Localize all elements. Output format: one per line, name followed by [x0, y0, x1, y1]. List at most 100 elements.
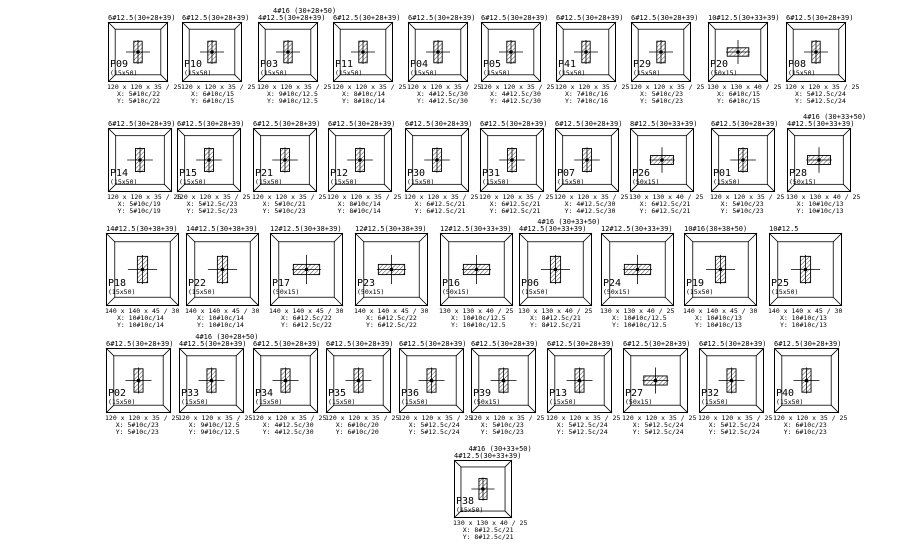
center-point [429, 378, 434, 383]
footing-code: P25 [771, 278, 790, 290]
slope-line [327, 184, 336, 193]
footing-dimensions: 120 x 120 x 35 / 25 [257, 83, 332, 91]
footing-dimensions: 140 x 140 x 45 / 30 [269, 307, 344, 315]
pedestal-outline [609, 241, 666, 298]
footing-outline [547, 348, 612, 413]
footing-outline [405, 128, 469, 192]
column-size: (15x50) [776, 398, 804, 407]
slope-line [832, 232, 843, 243]
column-size: (15x50) [407, 177, 435, 186]
footing-outline [631, 22, 691, 82]
center-point [210, 50, 214, 54]
slope-line [404, 184, 413, 193]
footing-code: P01 [713, 167, 732, 179]
center-point [653, 378, 658, 383]
slope-line [527, 347, 537, 357]
footing-plan-p36 [398, 347, 465, 414]
pedestal-outline [278, 241, 335, 298]
rebar-y: Y: 10#10c/13 [779, 321, 827, 329]
footing-code: P11 [335, 59, 354, 71]
footing-code: P40 [776, 388, 795, 400]
column-size: (15x50) [335, 69, 363, 78]
footing-code: P27 [625, 388, 644, 400]
slope-line [629, 184, 638, 193]
center-point [660, 158, 664, 162]
center-point [584, 50, 588, 54]
footing-dimensions: 120 x 120 x 35 / 25 [107, 83, 182, 91]
center-point [741, 158, 745, 162]
slope-line [830, 404, 840, 414]
rebar-y: Y: 6#12.5c/21 [489, 207, 541, 215]
pedestal-outline [487, 28, 535, 76]
footing-dimensions: 120 x 120 x 35 / 25 [555, 83, 630, 91]
slope-line [622, 347, 632, 357]
slope-line [503, 296, 514, 307]
rebar-x: X: 10#10c/14 [116, 314, 164, 322]
slope-line [710, 184, 719, 193]
footing-outline [556, 22, 616, 82]
footing-outline [355, 233, 428, 306]
center-point [283, 158, 287, 162]
pedestal-outline [184, 135, 234, 185]
slope-line [679, 347, 689, 357]
rebar-x: X: 10#10c/14 [196, 314, 244, 322]
center-point [140, 267, 145, 272]
slope-line [181, 21, 190, 30]
footing-outline [708, 22, 768, 82]
slope-line [608, 21, 617, 30]
rebar-x: X: 5#12.5c/24 [556, 421, 608, 429]
footing-plan-p14 [107, 127, 173, 193]
footing-plan-p08 [785, 21, 847, 83]
pedestal-outline [706, 355, 757, 406]
rebar-y: Y: 4#12.5c/30 [490, 97, 541, 105]
footing-code: P19 [686, 278, 705, 290]
footing-dimensions: 120 x 120 x 35 / 25 [252, 193, 327, 201]
rebar-y: Y: 6#10c/20 [335, 428, 379, 436]
footing-dimensions: 130 x 130 x 40 / 25 [439, 307, 514, 315]
rebar-x: X: 5#12.5c/23 [186, 200, 238, 208]
footing-code: P22 [188, 278, 207, 290]
footing-dimensions: 120 x 120 x 35 / 25 [181, 83, 256, 91]
top-bar-label: 6#12.5(30+28+39) [405, 120, 473, 128]
footing-dimensions: 140 x 140 x 45 / 30 [185, 307, 260, 315]
center-point [209, 378, 214, 383]
rebar-x: X: 5#10c/23 [480, 421, 524, 429]
rebar-y: Y: 8#10c/14 [342, 97, 386, 105]
slope-line [686, 184, 695, 193]
footing-dimensions: 130 x 130 x 40 / 25 [453, 519, 528, 527]
footing-code: P24 [603, 278, 622, 290]
slope-line [747, 296, 758, 307]
column-size: (15x50) [701, 398, 729, 407]
slope-line [105, 296, 116, 307]
footing-outline [684, 233, 757, 306]
footing-plan-p04 [407, 21, 469, 83]
footing-outline [179, 348, 244, 413]
rebar-x: X: 5#12.5c/24 [408, 421, 460, 429]
footing-plan-p30 [404, 127, 470, 193]
footing-code: P06 [521, 278, 540, 290]
slope-line [611, 127, 620, 136]
column-size: (50x15) [473, 398, 501, 407]
footing-outline [774, 348, 839, 413]
pedestal-outline [637, 28, 685, 76]
slope-line [461, 127, 470, 136]
footing-dimensions: 120 x 120 x 35 / 25 [479, 193, 554, 201]
center-point [510, 158, 514, 162]
slope-line [105, 232, 116, 243]
center-point [358, 158, 362, 162]
slope-line [407, 74, 416, 83]
footing-plan-p26 [629, 127, 695, 193]
footing-code: P31 [482, 167, 501, 179]
slope-line [630, 21, 639, 30]
footing-plan-p10 [181, 21, 243, 83]
center-point [138, 158, 142, 162]
slope-line [603, 347, 613, 357]
top-bar-label: 10#12.5(30+33+39) [708, 14, 780, 22]
rebar-y: Y: 5#12.5c/24 [632, 428, 684, 436]
footing-plan-p29 [630, 21, 692, 83]
pedestal-outline [114, 241, 171, 298]
footing-outline [454, 460, 512, 518]
slope-line [686, 127, 695, 136]
footing-dimensions: 120 x 120 x 35 / 25 [252, 414, 327, 422]
pedestal-outline [487, 135, 537, 185]
